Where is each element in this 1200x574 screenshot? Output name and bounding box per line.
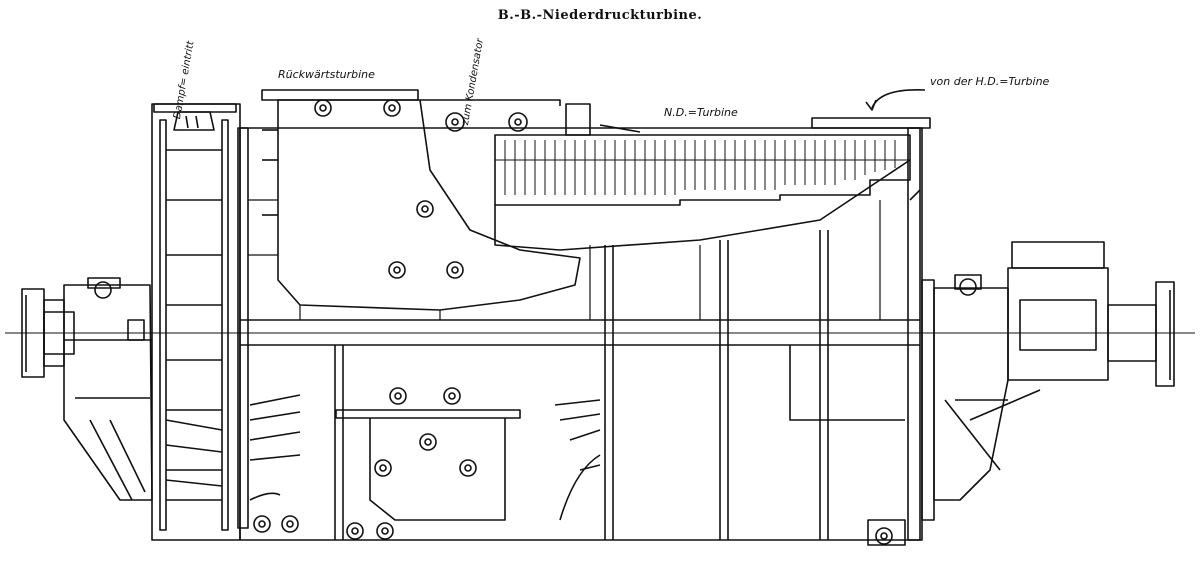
main-casing	[240, 128, 920, 540]
left-end-frame	[152, 104, 248, 540]
upper-interior-ribs	[248, 200, 880, 320]
hd-steam-arrow	[866, 90, 925, 110]
steam-inlet-flange	[174, 112, 214, 130]
label-rueckwaertsturbine: Rückwärtsturbine	[278, 68, 375, 81]
right-bearing-housing	[934, 242, 1108, 500]
nd-turbine-drum	[495, 104, 930, 250]
right-end-frame	[908, 128, 934, 540]
label-nd-turbine: N.D.=Turbine	[664, 106, 738, 119]
left-bearing-housing	[64, 278, 152, 500]
lower-casing-details	[250, 345, 905, 545]
left-coupling-flange	[22, 289, 74, 377]
reverse-turbine-housing	[262, 90, 580, 310]
right-coupling-flange	[1108, 282, 1174, 386]
label-von-hd-turbine: von der H.D.=Turbine	[930, 75, 1050, 88]
drawing-title: B.-B.-Niederdruckturbine.	[497, 8, 703, 23]
